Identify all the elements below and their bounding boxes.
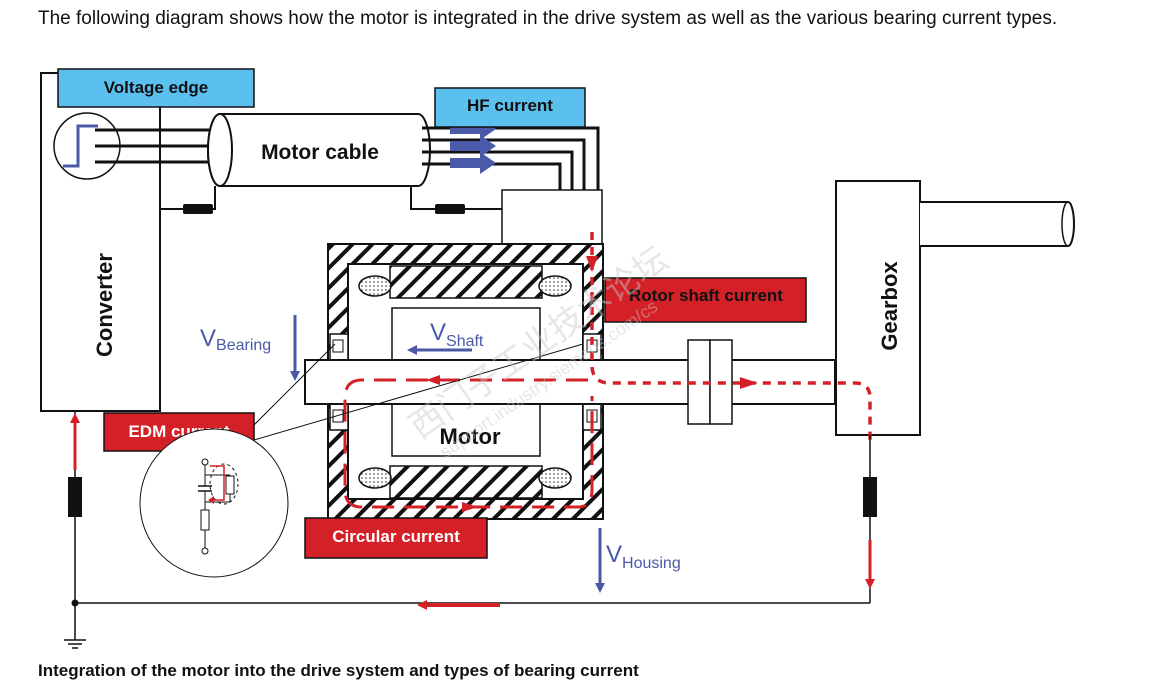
rotor-shaft-arrow-right (740, 377, 758, 389)
motor-cable-label: Motor cable (261, 141, 379, 164)
rotor-shaft-current-path (590, 232, 872, 440)
circular-current-tag: Circular current (304, 517, 488, 559)
edm-equivalent-circuit (139, 428, 289, 578)
circular-arrow-left (426, 375, 440, 385)
hf-current-label: HF current (467, 96, 553, 115)
figure-caption: Integration of the motor into the drive … (38, 661, 639, 680)
shield-lines (160, 186, 502, 214)
terminal-box (501, 189, 603, 245)
hf-current-tag: HF current (434, 87, 586, 128)
voltage-edge-tag: Voltage edge (57, 68, 255, 108)
ground-icon (64, 639, 86, 649)
gearbox-ground-choke (863, 477, 877, 517)
circular-current-path (343, 378, 594, 509)
intro-paragraph: The following diagram shows how the moto… (38, 8, 1058, 29)
gearbox-label: Gearbox (877, 261, 902, 351)
circular-arrow-right (462, 502, 478, 512)
phase-lines (95, 128, 215, 164)
output-shaft (920, 201, 1075, 247)
v-housing-label: VHousing (606, 541, 681, 572)
motor-cable: Motor cable (207, 113, 431, 187)
edm-leader-lines (253, 343, 584, 441)
v-shaft-label: VShaft (430, 319, 484, 350)
rotor-shaft-arrow-down (586, 256, 598, 272)
v-bearing-label: VBearing (200, 325, 271, 354)
rotor-shaft-current-label: Rotor shaft current (629, 286, 783, 305)
circular-current-label: Circular current (332, 527, 460, 546)
voltage-edge-label: Voltage edge (104, 78, 209, 97)
converter-ground-choke (68, 477, 82, 517)
gearbox-box: Gearbox (835, 180, 921, 436)
ground-node (71, 599, 79, 607)
motor-label: Motor (439, 424, 501, 449)
rotor-shaft-current-tag: Rotor shaft current (604, 277, 807, 323)
converter-label: Converter (92, 253, 117, 357)
cable-to-terminal-lines (422, 126, 600, 190)
